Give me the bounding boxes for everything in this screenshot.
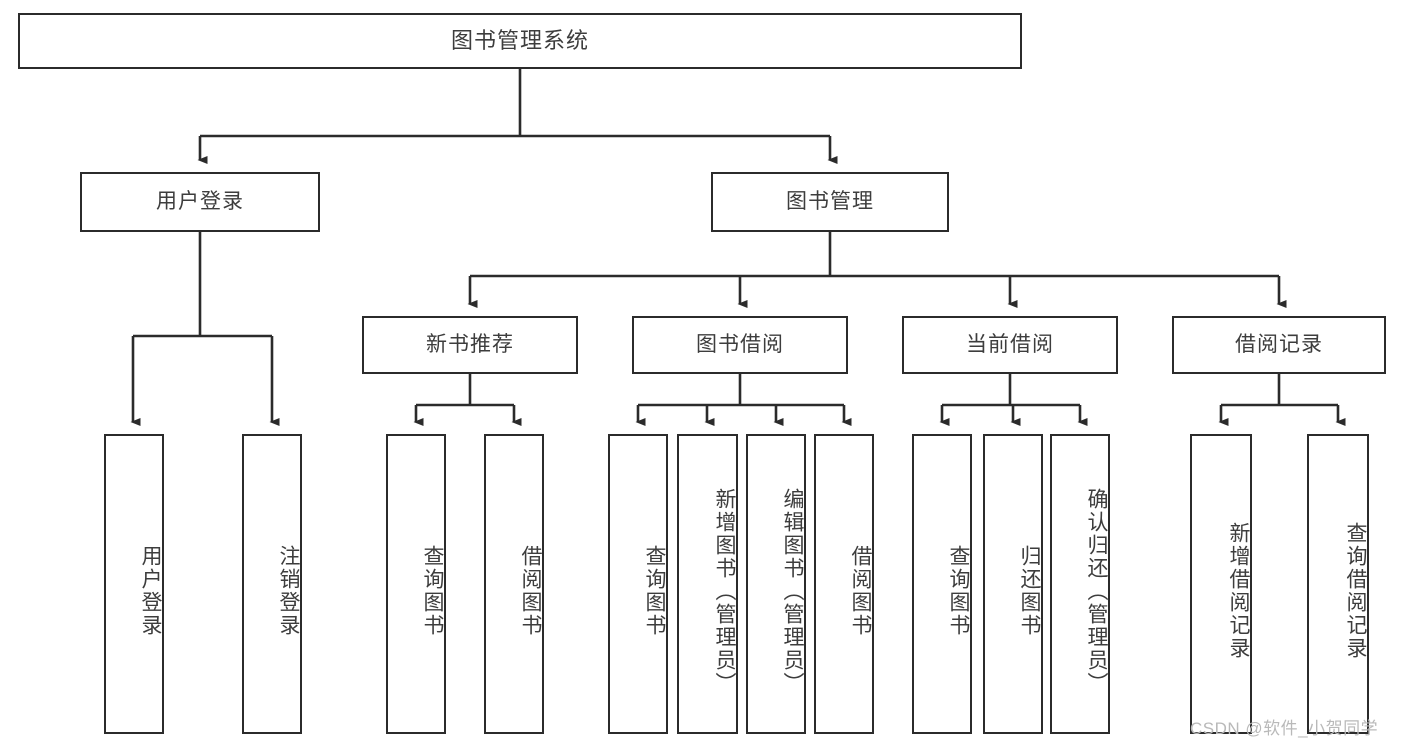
leaf-return-book[interactable]: 归还图书: [983, 434, 1043, 734]
leaf-confirm-return-admin[interactable]: 确认归还（管理员）: [1050, 434, 1110, 734]
leaf-label: 用户登录: [139, 545, 162, 637]
leaf-query-book-1[interactable]: 查询图书: [386, 434, 446, 734]
leaf-label: 查询图书: [643, 545, 666, 637]
leaf-borrow-book-2[interactable]: 借阅图书: [814, 434, 874, 734]
leaf-label: 归还图书: [1018, 545, 1041, 637]
leaf-label: 注销登录: [277, 545, 300, 637]
leaf-add-borrow-record[interactable]: 新增借阅记录: [1190, 434, 1252, 734]
leaf-label: 确认归还（管理员）: [1085, 487, 1108, 695]
leaf-label: 借阅图书: [849, 545, 872, 637]
leaf-add-book-admin[interactable]: 新增图书（管理员）: [677, 434, 738, 734]
leaf-query-book-3[interactable]: 查询图书: [912, 434, 972, 734]
leaf-label: 编辑图书（管理员）: [781, 487, 804, 695]
leaf-label: 查询图书: [947, 545, 970, 637]
node-book-manage[interactable]: 图书管理: [711, 172, 949, 232]
node-current-borrow[interactable]: 当前借阅: [902, 316, 1118, 374]
leaf-user-login[interactable]: 用户登录: [104, 434, 164, 734]
node-borrow-record[interactable]: 借阅记录: [1172, 316, 1386, 374]
leaf-label: 新增图书（管理员）: [713, 487, 736, 695]
leaf-query-book-2[interactable]: 查询图书: [608, 434, 668, 734]
node-user-login[interactable]: 用户登录: [80, 172, 320, 232]
leaf-borrow-book-1[interactable]: 借阅图书: [484, 434, 544, 734]
leaf-edit-book-admin[interactable]: 编辑图书（管理员）: [746, 434, 806, 734]
leaf-label: 查询图书: [421, 545, 444, 637]
node-new-book-recommend[interactable]: 新书推荐: [362, 316, 578, 374]
leaf-label: 借阅图书: [519, 545, 542, 637]
leaf-label: 查询借阅记录: [1344, 522, 1367, 660]
leaf-label: 新增借阅记录: [1227, 522, 1250, 660]
csdn-watermark: CSDN @软件_小贺同学: [1190, 719, 1379, 738]
leaf-query-borrow-record[interactable]: 查询借阅记录: [1307, 434, 1369, 734]
node-book-borrow[interactable]: 图书借阅: [632, 316, 848, 374]
node-root[interactable]: 图书管理系统: [18, 13, 1022, 69]
leaf-logout-login[interactable]: 注销登录: [242, 434, 302, 734]
